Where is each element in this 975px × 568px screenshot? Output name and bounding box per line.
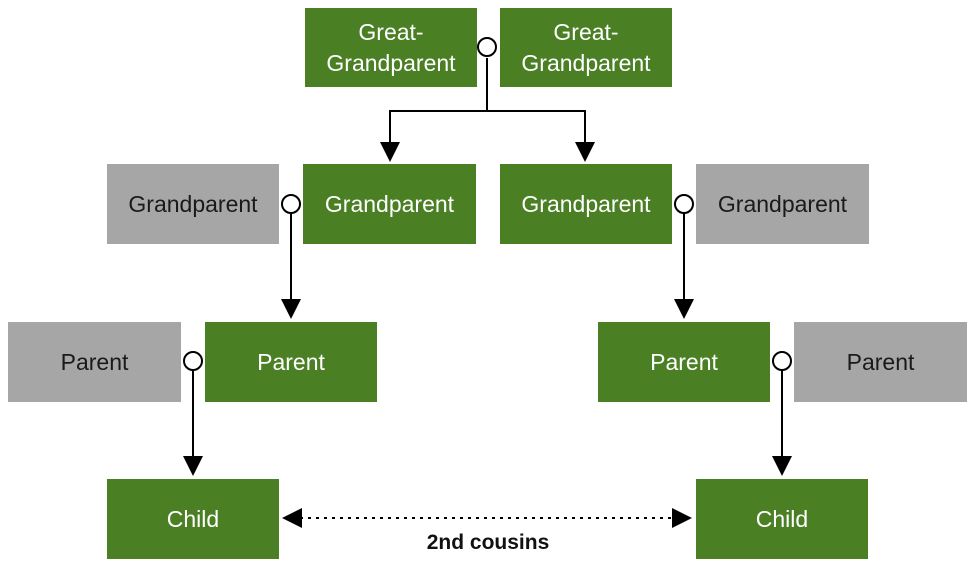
grandparent-inner-right-node: Grandparent	[500, 164, 672, 244]
child-left-node: Child	[107, 479, 279, 559]
marriage-circle-ggp	[477, 37, 497, 57]
marriage-circle-parent-left	[183, 351, 203, 371]
parent-inner-left-node: Parent	[205, 322, 377, 402]
parent-outer-left-node: Parent	[8, 322, 181, 402]
marriage-circle-parent-right	[772, 351, 792, 371]
marriage-circle-gp-right	[674, 194, 694, 214]
grandparent-outer-right-node: Grandparent	[696, 164, 869, 244]
grandparent-inner-left-node: Grandparent	[303, 164, 476, 244]
parent-inner-right-node: Parent	[598, 322, 770, 402]
child-right-node: Child	[696, 479, 868, 559]
relationship-label: 2nd cousins	[426, 531, 550, 554]
great-grandparent-left-node: Great- Grandparent	[305, 8, 477, 87]
grandparent-outer-left-node: Grandparent	[107, 164, 279, 244]
great-grandparent-right-node: Great- Grandparent	[500, 8, 672, 87]
marriage-circle-gp-left	[281, 194, 301, 214]
parent-outer-right-node: Parent	[794, 322, 967, 402]
